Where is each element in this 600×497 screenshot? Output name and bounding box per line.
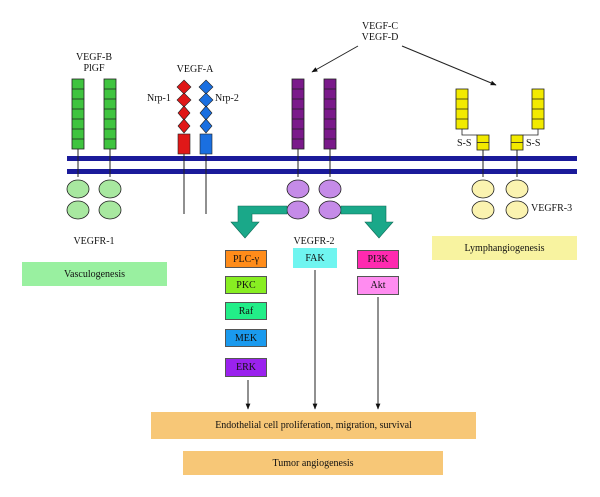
plgf-label: PlGF xyxy=(83,63,105,74)
vegfc-label: VEGF-C xyxy=(361,21,399,32)
vegfr3-receptor xyxy=(455,88,545,220)
vegfr3-extracellular-column-right xyxy=(510,88,545,151)
vegfr3-label: VEGFR-3 xyxy=(531,203,573,214)
mek-box: MEK xyxy=(225,329,267,347)
disulfide-label-left: S-S xyxy=(457,138,472,149)
pathway-arrows xyxy=(245,270,381,410)
vegfr3-kinase-domain xyxy=(471,179,495,199)
vegfr2-kinase-domain xyxy=(286,200,310,220)
vegfr1-receptor xyxy=(66,78,122,220)
vegfr1-extracellular-column-right xyxy=(103,78,117,150)
vegfr3-kinase-domain xyxy=(505,200,529,220)
vegfr1-kinase-domain xyxy=(66,179,90,199)
nrp2-label: Nrp-2 xyxy=(215,93,239,104)
pkc-box: PKC xyxy=(225,276,267,294)
vegfr1-kinase-domain xyxy=(98,200,122,220)
vegfr3-kinase-domain xyxy=(471,200,495,220)
vegfr1-extracellular-column-left xyxy=(71,78,85,150)
akt-box: Akt xyxy=(357,276,399,295)
raf-box: Raf xyxy=(225,302,267,320)
vegfr2-kinase-domain xyxy=(286,179,310,199)
vegfr2-label: VEGFR-2 xyxy=(293,236,335,247)
vasculogenesis-box: Vasculogenesis xyxy=(22,262,167,286)
plcg-box: PLC-γ xyxy=(225,250,267,268)
vegfr2-kinase-domain xyxy=(318,179,342,199)
nrp1-coreceptor xyxy=(176,79,192,214)
erk-box: ERK xyxy=(225,358,267,377)
vegfa-label: VEGF-A xyxy=(176,64,214,75)
vegfr3-extracellular-column-left xyxy=(455,88,490,151)
pi3k-box: PI3K xyxy=(357,250,399,269)
vegfr2-branch-arrows xyxy=(230,205,394,239)
vegfr2-receptor xyxy=(286,78,342,220)
vegfr1-kinase-domain xyxy=(98,179,122,199)
vegfc-vegfd-arrows xyxy=(311,45,497,86)
teal-arrow-right xyxy=(340,205,394,239)
cell-membrane xyxy=(67,156,577,174)
endothelial-outcome-box: Endothelial cell proliferation, migratio… xyxy=(151,412,476,439)
fak-box: FAK xyxy=(293,248,337,268)
vegfr2-kinase-domain xyxy=(318,200,342,220)
arrow-to-vegfr3 xyxy=(401,45,497,86)
vegfr2-extracellular-column-left xyxy=(291,78,305,150)
vegfd-label: VEGF-D xyxy=(361,32,399,43)
disulfide-label-right: S-S xyxy=(526,138,541,149)
tumor-angiogenesis-box: Tumor angiogenesis xyxy=(183,451,443,475)
vegfr3-kinase-domain xyxy=(505,179,529,199)
vegfr2-extracellular-column-right xyxy=(323,78,337,150)
nrp2-coreceptor xyxy=(198,79,214,214)
nrp1-label: Nrp-1 xyxy=(147,93,171,104)
arrow-to-vegfr2 xyxy=(311,45,359,73)
teal-arrow-left xyxy=(230,205,288,239)
vegfr1-label: VEGFR-1 xyxy=(73,236,115,247)
vegfr1-kinase-domain xyxy=(66,200,90,220)
vegfb-label: VEGF-B xyxy=(75,52,113,63)
lymphangiogenesis-box: Lymphangiogenesis xyxy=(432,236,577,260)
